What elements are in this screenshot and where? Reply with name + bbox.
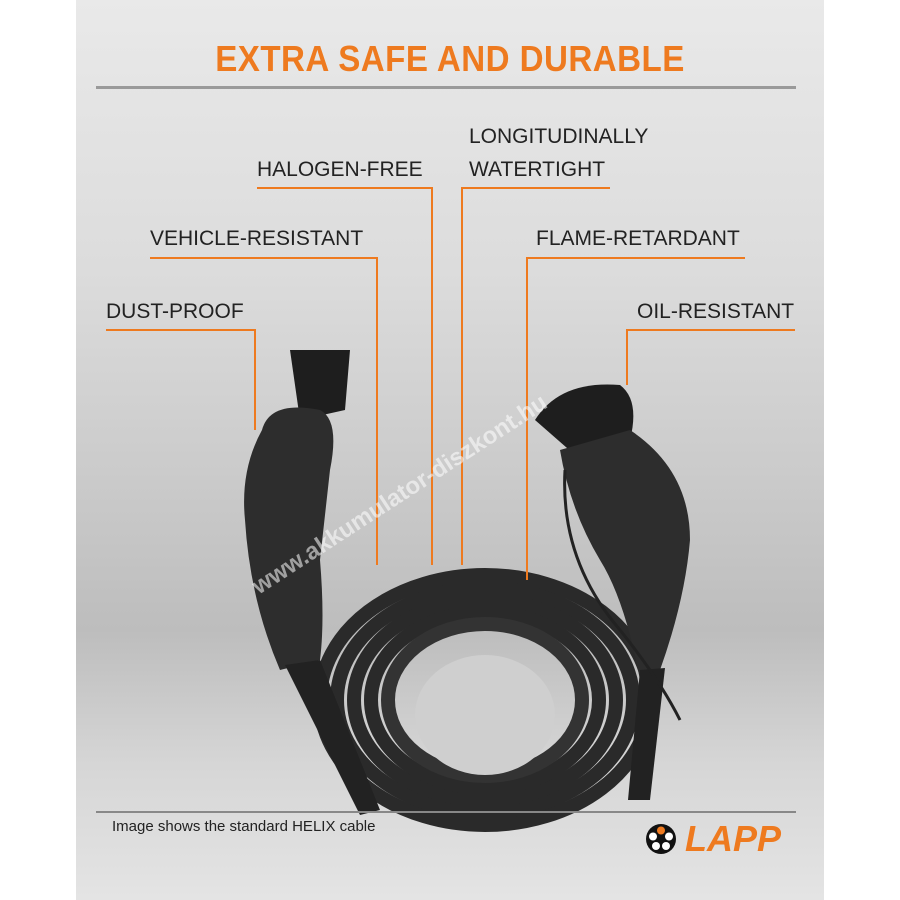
leader-watertight	[461, 187, 610, 565]
footer-divider	[96, 811, 796, 813]
leader-dust-proof	[106, 329, 256, 430]
lapp-cable-icon	[646, 824, 676, 854]
label-vehicle-resistant: VEHICLE-RESISTANT	[150, 227, 364, 250]
leader-lines	[106, 187, 795, 580]
label-watertight-line1: LONGITUDINALLY	[469, 125, 649, 148]
leader-oil-resistant	[626, 329, 795, 385]
right-connector	[535, 384, 690, 800]
image-note: Image shows the standard HELIX cable	[112, 818, 376, 835]
page-title: EXTRA SAFE AND DURABLE	[215, 38, 685, 79]
leader-vehicle-resistant	[150, 257, 378, 565]
label-flame-retardant: FLAME-RETARDANT	[536, 227, 740, 250]
label-halogen-free: HALOGEN-FREE	[257, 158, 423, 181]
brand-name: LAPP	[685, 818, 782, 859]
left-connector	[244, 350, 380, 815]
label-oil-resistant: OIL-RESISTANT	[637, 300, 795, 323]
title-divider	[96, 86, 796, 89]
brand-logo: LAPP	[645, 818, 781, 860]
leader-flame-retardant	[526, 257, 745, 580]
label-dust-proof: DUST-PROOF	[106, 300, 244, 323]
label-watertight-line2: WATERTIGHT	[469, 158, 606, 181]
leader-halogen-free	[257, 187, 433, 565]
